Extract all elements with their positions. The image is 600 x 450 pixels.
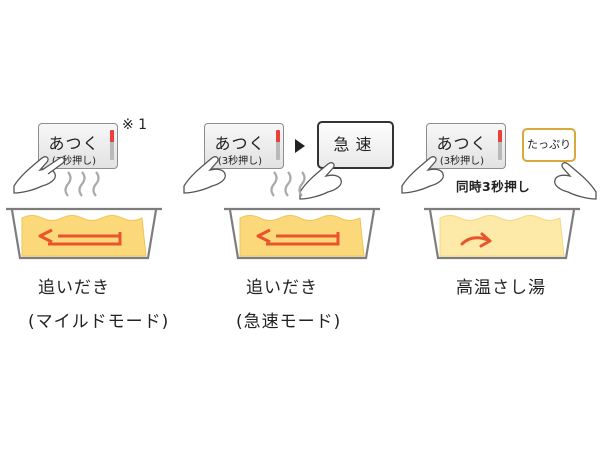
indicator-bar bbox=[276, 130, 280, 160]
atsuku-button-sublabel: (3秒押し) bbox=[51, 156, 97, 167]
simultaneous-press-instruction: 同時3秒押し bbox=[456, 179, 531, 194]
bathtub bbox=[6, 207, 162, 260]
caption-mode: (急速モード) bbox=[236, 312, 342, 332]
pointing-hand-icon bbox=[13, 156, 65, 194]
caption-mode: (マイルドモード) bbox=[28, 312, 170, 332]
caption-title: 追いだき bbox=[246, 278, 318, 298]
circulation-arrow-icon bbox=[256, 228, 340, 246]
atsuku-button-label: あつく bbox=[48, 134, 100, 153]
tappuri-button-label: たっぷり bbox=[527, 138, 571, 151]
atsuku-button[interactable]: あつく (3秒押し) bbox=[426, 123, 506, 169]
hot-water-inflow-arrow-icon bbox=[460, 232, 492, 248]
panel-2-graphics bbox=[183, 139, 380, 260]
footnote-mark: ※ 1 bbox=[122, 117, 148, 133]
atsuku-button-label: あつく bbox=[436, 134, 488, 153]
panel-3-graphics bbox=[401, 156, 597, 260]
quick-button-label: 急速 bbox=[333, 135, 378, 154]
caption-title: 高温さし湯 bbox=[456, 278, 546, 298]
bathtub bbox=[224, 207, 380, 260]
steam-icon bbox=[270, 171, 306, 197]
tappuri-button[interactable]: たっぷり bbox=[522, 128, 576, 162]
panel-quick-reheat: あつく (3秒押し) 急速 bbox=[183, 0, 400, 450]
bathtub bbox=[424, 207, 580, 260]
steam-icon bbox=[64, 171, 100, 197]
panel-mild-reheat: あつく (3秒押し) ※ 1 追いだき (マイルドモード) bbox=[0, 0, 200, 450]
caption-mild: 追いだき (マイルドモード) bbox=[28, 274, 169, 336]
panel-hot-water-add: あつく (3秒押し) たっぷり 同時3秒押し 高温さし湯 bbox=[400, 0, 600, 450]
pointing-hand-icon bbox=[183, 156, 226, 194]
caption-quick: 追いだき (急速モード) bbox=[236, 274, 341, 336]
pointing-hand-icon bbox=[554, 162, 597, 200]
next-step-arrow-icon bbox=[295, 139, 305, 153]
quick-button[interactable]: 急速 bbox=[317, 121, 394, 169]
circulation-arrow-icon bbox=[38, 228, 122, 246]
atsuku-button-sublabel: (3秒押し) bbox=[439, 156, 485, 167]
indicator-bar bbox=[498, 130, 502, 160]
caption-hot-add: 高温さし湯 bbox=[456, 274, 546, 302]
caption-title: 追いだき bbox=[38, 278, 110, 298]
atsuku-button-sublabel: (3秒押し) bbox=[217, 156, 263, 167]
pointing-hand-icon bbox=[401, 156, 444, 194]
panel-1-graphics bbox=[6, 156, 162, 260]
pointing-hand-icon bbox=[299, 162, 342, 200]
indicator-bar bbox=[110, 130, 114, 160]
atsuku-button[interactable]: あつく (3秒押し) bbox=[38, 123, 118, 169]
atsuku-button-label: あつく bbox=[214, 134, 266, 153]
